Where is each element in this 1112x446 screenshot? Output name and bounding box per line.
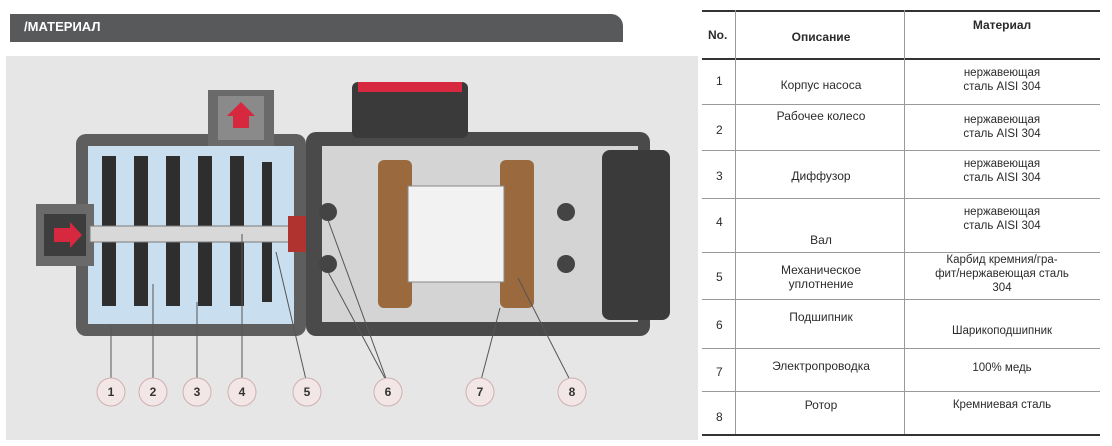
callout-circles <box>96 377 587 407</box>
row-no: 6 <box>716 318 723 332</box>
row-material: Шарикоподшипник <box>951 325 1053 337</box>
bearing-front-bottom <box>319 255 337 273</box>
section-header: /МАТЕРИАЛ <box>10 14 623 42</box>
row-material-line1: нержавеющая <box>963 67 1041 79</box>
table-row: 1 Корпус насоса нержавеющая сталь AISI 3… <box>702 58 1100 105</box>
row-description: Диффузор <box>791 169 851 183</box>
callout-3: 3 <box>194 385 201 399</box>
table-row: 6 Подшипник Шарикоподшипник <box>702 300 1100 349</box>
outlet-arrow-icon <box>227 102 255 128</box>
callout-4: 4 <box>239 385 246 399</box>
mechanical-seal <box>288 216 306 252</box>
row-description: Электропроводка <box>772 359 870 373</box>
row-material-line1: Карбид кремния/гра- <box>946 254 1058 266</box>
pump-cutaway-illustration: 1 2 3 4 5 6 7 8 <box>6 56 698 440</box>
fan-cover <box>602 150 670 320</box>
bearing-rear-top <box>557 203 575 221</box>
table-row: 2 Рабочее колесо нержавеющая сталь AISI … <box>702 105 1100 151</box>
row-material-line2: сталь AISI 304 <box>963 81 1041 93</box>
terminal-box <box>352 82 468 138</box>
row-material-line3: 304 <box>992 282 1012 294</box>
row-description: Рабочее колесо <box>776 109 866 123</box>
bearing-rear-bottom <box>557 255 575 273</box>
pump-drawing: 1 2 3 4 5 6 7 8 <box>36 82 670 407</box>
row-no: 2 <box>716 123 723 137</box>
row-description: Вал <box>810 233 832 247</box>
table-row: 5 Механическое уплотнение Карбид кремния… <box>702 253 1100 300</box>
header-material: Материал <box>972 18 1032 32</box>
row-no: 4 <box>716 215 723 229</box>
table-row: 8 Ротор Кремниевая сталь <box>702 392 1100 436</box>
row-material-line2: фит/нержавеющая сталь <box>935 268 1069 280</box>
row-material-line1: нержавеющая <box>963 114 1041 126</box>
callout-1: 1 <box>108 385 115 399</box>
row-description-line1: Механическое <box>780 263 862 277</box>
row-material: Кремниевая сталь <box>952 399 1052 411</box>
leader-lines <box>110 219 573 385</box>
table-row: 7 Электропроводка 100% медь <box>702 349 1100 392</box>
row-description: Подшипник <box>789 310 853 324</box>
row-material-line2: сталь AISI 304 <box>963 128 1041 140</box>
row-description-line2: уплотнение <box>788 277 854 291</box>
row-material-line2: сталь AISI 304 <box>963 220 1041 232</box>
row-no: 5 <box>716 270 723 284</box>
inlet-arrow-icon <box>54 222 82 248</box>
row-no: 8 <box>716 410 723 424</box>
header-description: Описание <box>791 30 851 44</box>
table-header: No. Описание Материал <box>702 10 1100 60</box>
rotor-core <box>407 185 505 283</box>
row-material-line2: сталь AISI 304 <box>963 172 1041 184</box>
row-material-line1: нержавеющая <box>963 206 1041 218</box>
row-description: Корпус насоса <box>780 78 862 92</box>
row-material-line1: нержавеющая <box>963 158 1041 170</box>
callout-8: 8 <box>569 385 576 399</box>
stator-winding-left <box>378 160 412 308</box>
column-divider <box>735 10 736 436</box>
row-no: 3 <box>716 169 723 183</box>
row-material: 100% медь <box>972 362 1032 374</box>
callout-7: 7 <box>477 385 484 399</box>
table-row: 4 Вал нержавеющая сталь AISI 304 <box>702 199 1100 253</box>
stator-winding-right <box>500 160 534 308</box>
bearing-front-top <box>319 203 337 221</box>
row-no: 1 <box>716 74 723 88</box>
header-no: No. <box>708 28 728 42</box>
row-description: Ротор <box>804 398 838 412</box>
callout-6: 6 <box>385 385 392 399</box>
row-no: 7 <box>716 365 723 379</box>
callout-5: 5 <box>304 385 311 399</box>
terminal-box-lid <box>358 82 462 92</box>
section-title: /МАТЕРИАЛ <box>24 19 101 34</box>
column-divider <box>904 10 905 436</box>
callout-2: 2 <box>150 385 157 399</box>
table-row: 3 Диффузор нержавеющая сталь AISI 304 <box>702 151 1100 199</box>
